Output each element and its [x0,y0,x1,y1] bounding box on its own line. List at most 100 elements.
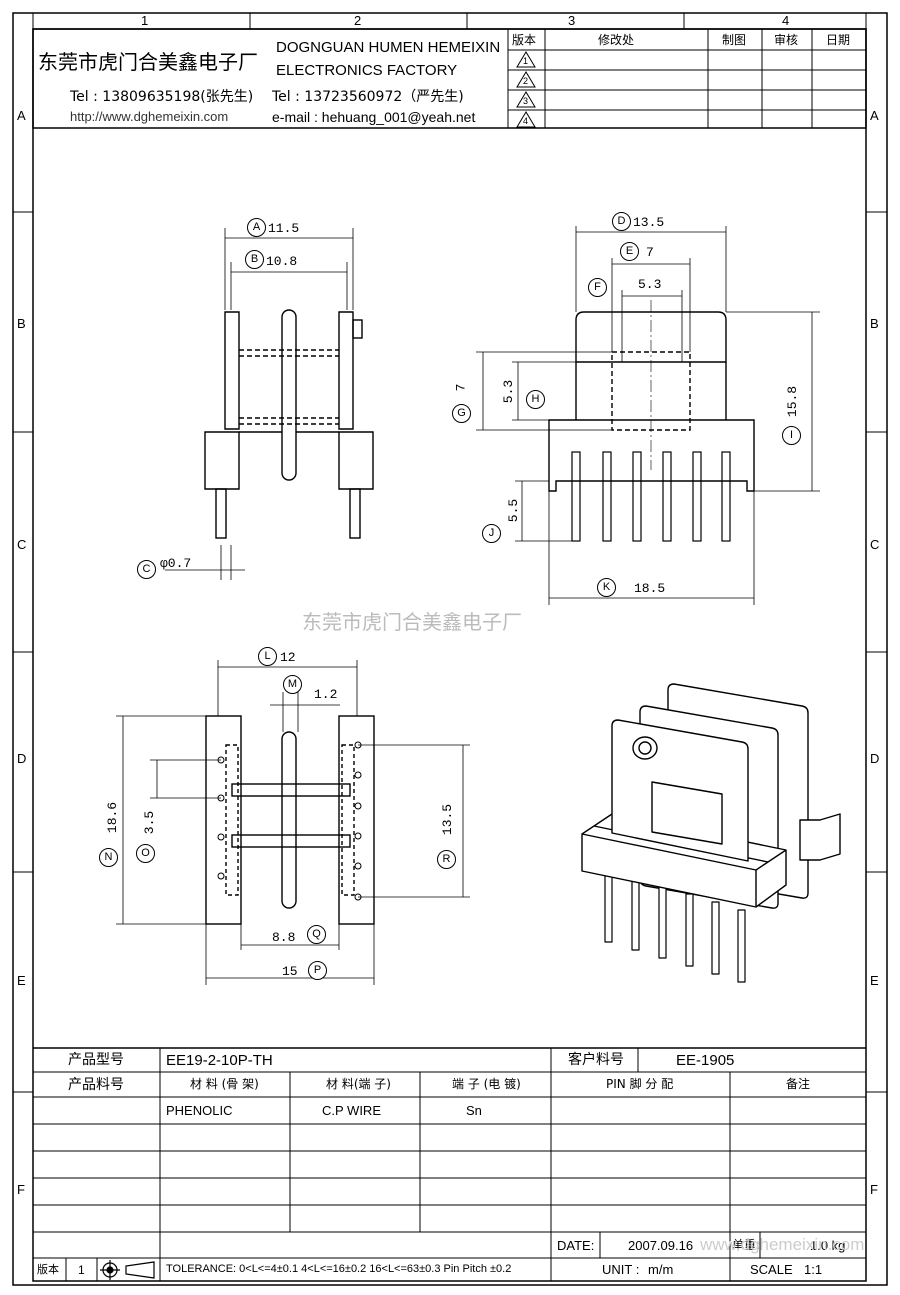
dim-label-b: B [245,250,264,269]
bottom-view [116,660,470,985]
revision-number: 3 [523,96,529,106]
dim-value-d: 13.5 [633,215,665,230]
weight-value: 1.0 kg [810,1238,846,1253]
dim-value-a: 11.5 [268,221,300,236]
revision-header-checked: 审核 [774,33,799,47]
title-block-grid [33,1047,866,1281]
contact-tel-2: Tel : 13723560972（严先生) [272,89,464,105]
dim-value-l: 12 [280,650,296,665]
dim-label-d: D [612,212,631,231]
version-value: 1 [78,1263,85,1277]
plating-label: 端 子 (电 镀) [452,1077,521,1091]
dim-value-j: 5.5 [506,498,522,523]
tolerance-note: TOLERANCE: 0<L<=4±0.1 4<L<=16±0.2 16<L<=… [166,1263,512,1275]
dim-label-j: J [482,524,501,543]
product-part-label: 产品料号 [68,1077,124,1093]
dim-label-r: R [437,850,456,869]
dim-value-g: 7 [453,383,469,392]
dim-value-h: 5.3 [501,379,517,404]
row-label: E [870,973,879,988]
contact-tel-1: Tel : 13809635198(张先生) [70,89,254,105]
unit-label: UNIT : [602,1262,640,1277]
dim-label-k: K [597,578,616,597]
isometric-view [581,683,841,983]
weight-label: 单重: [732,1238,761,1252]
revision-number: 2 [523,76,529,86]
product-model-value: EE19-2-10P-TH [166,1052,273,1069]
dim-value-q: 8.8 [272,930,296,945]
company-name-en-line2: ELECTRONICS FACTORY [276,62,458,79]
dim-label-n: N [99,848,118,867]
dim-label-p: P [308,961,327,980]
revision-triangle-icon [516,111,536,128]
row-label: B [17,316,26,331]
watermark-text: 东莞市虎门合美鑫电子厂 [302,610,522,634]
column-label: 1 [141,13,149,28]
row-label: B [870,316,879,331]
revision-triangle-icon [516,71,536,88]
dim-label-l: L [258,647,277,666]
scale-value: 1:1 [804,1262,823,1277]
company-name-en-line1: DOGNGUAN HUMEN HEMEIXIN [276,39,501,56]
row-label: F [17,1182,25,1197]
row-label: C [870,537,880,552]
date-label: DATE: [557,1238,595,1253]
dim-label-m: M [283,675,302,694]
version-label: 版本 [37,1263,59,1276]
unit-value: m/m [648,1262,674,1277]
front-view [165,228,374,580]
dim-label-a: A [247,218,266,237]
product-model-label: 产品型号 [68,1052,124,1068]
header-box [32,28,867,129]
row-label: F [870,1182,878,1197]
row-label: D [870,751,880,766]
plating-value: Sn [466,1103,482,1118]
material-pin-value: C.P WIRE [322,1103,381,1118]
dim-value-r: 13.5 [440,803,456,836]
row-label: E [17,973,26,988]
dim-label-f: F [588,278,607,297]
scale-label: SCALE [750,1262,793,1277]
watermark-url: www.dghemeixin.com [700,1235,865,1254]
date-value: 2007.09.16 [628,1238,694,1253]
column-label: 2 [354,13,362,28]
dim-value-k: 18.5 [634,581,666,596]
dim-value-e: 7 [646,245,654,260]
side-view [476,226,820,605]
projection-symbol-icon [100,1260,155,1280]
revision-triangle-icon [516,91,536,108]
website-link[interactable]: http://www.dghemeixin.com [70,109,229,124]
dim-label-o: O [136,844,155,863]
column-label: 3 [568,13,576,28]
revision-header-version: 版本 [512,33,537,47]
revision-header-drawn: 制图 [722,33,747,47]
dim-value-n: 18.6 [105,801,121,834]
dim-value-p: 15 [282,964,298,979]
material-pin-label: 材 料(端 子) [326,1077,391,1091]
revision-header-change: 修改处 [598,33,635,47]
column-label: 4 [782,13,790,28]
pin-assignment-label: PIN 脚 分 配 [606,1077,674,1091]
dim-label-i: I [782,426,801,445]
row-label: A [17,108,26,123]
dim-value-b: 10.8 [266,254,298,269]
dim-value-f: 5.3 [638,277,662,292]
material-frame-value: PHENOLIC [166,1103,233,1118]
customer-part-label: 客户料号 [568,1052,624,1068]
row-label: D [17,751,27,766]
contact-email[interactable]: e-mail : hehuang_001@yeah.net [272,109,476,125]
material-frame-label: 材 料 (骨 架) [190,1077,259,1091]
dim-label-c: C [137,560,156,579]
dim-label-q: Q [307,925,326,944]
customer-part-value: EE-1905 [676,1052,735,1069]
remarks-label: 备注 [786,1077,811,1091]
dim-value-m: 1.2 [314,687,338,702]
revision-triangle-icon [516,51,536,68]
revision-number: 4 [523,116,529,126]
revision-header-date: 日期 [826,33,851,47]
row-label: A [870,108,879,123]
drawing-frame [12,12,888,1286]
revision-number: 1 [523,56,529,66]
dim-label-e: E [620,242,639,261]
